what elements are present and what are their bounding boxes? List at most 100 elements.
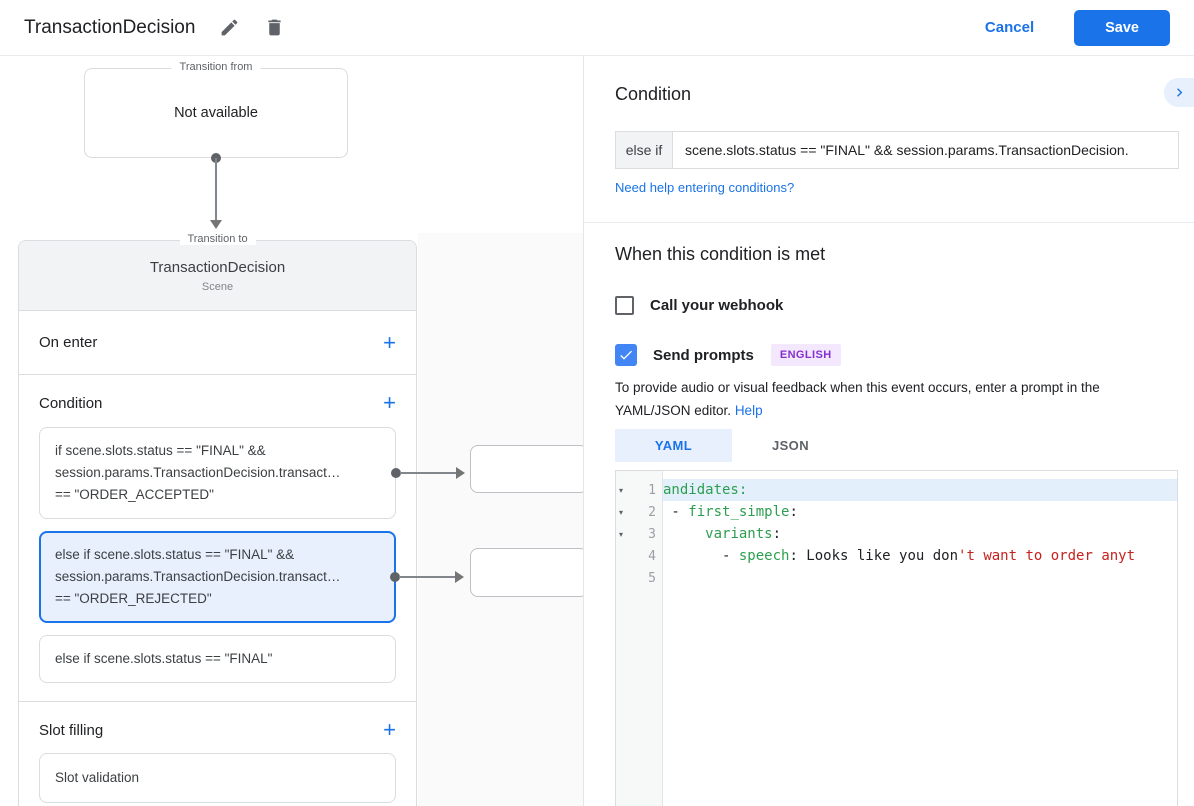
prompt-description: To provide audio or visual feedback when… bbox=[615, 376, 1167, 422]
scene-header[interactable]: TransactionDecision Scene bbox=[19, 241, 416, 311]
top-bar: TransactionDecision Cancel Save bbox=[0, 0, 1194, 56]
code-line[interactable]: - speech: Looks like you don't want to o… bbox=[663, 545, 1177, 567]
transition-to-legend: Transition to bbox=[179, 233, 256, 245]
prompt-help-link[interactable]: Help bbox=[734, 403, 763, 418]
connector-line bbox=[400, 472, 457, 474]
code-token-key: first_simple bbox=[688, 504, 790, 520]
condition-card-line: if scene.slots.status == "FINAL" && bbox=[55, 443, 266, 458]
condition-card[interactable]: else if scene.slots.status == "FINAL" &&… bbox=[39, 531, 464, 623]
call-webhook-row: Call your webhook bbox=[615, 296, 783, 315]
code-token-plain: - bbox=[663, 548, 739, 564]
code-token-key: speech bbox=[738, 548, 790, 564]
webhook-checkbox[interactable] bbox=[615, 296, 634, 315]
code-line[interactable]: - first_simple: bbox=[663, 501, 1177, 523]
line-number: 5 bbox=[648, 570, 656, 586]
code-token-plain bbox=[663, 526, 705, 542]
condition-card[interactable]: else if scene.slots.status == "FINAL" bbox=[39, 635, 396, 683]
code-token-key: andidates: bbox=[663, 482, 748, 498]
condition-card-line: session.params.TransactionDecision.trans… bbox=[55, 569, 341, 584]
connector-dot bbox=[390, 572, 400, 582]
transition-from-value: Not available bbox=[174, 105, 258, 121]
canvas-background-strip bbox=[418, 233, 583, 806]
add-on-enter-button[interactable]: + bbox=[383, 329, 396, 355]
edit-title-button[interactable] bbox=[215, 13, 244, 42]
line-number: 4 bbox=[648, 548, 656, 564]
fold-arrow-icon[interactable]: ▾ bbox=[619, 529, 624, 539]
delete-scene-button[interactable] bbox=[260, 13, 289, 42]
code-token-string: 't want to order anyt bbox=[958, 548, 1136, 564]
save-button[interactable]: Save bbox=[1074, 9, 1170, 46]
slot-validation-card[interactable]: Slot validation bbox=[39, 753, 396, 803]
scene-name: TransactionDecision bbox=[149, 258, 286, 276]
add-slot-button[interactable]: + bbox=[383, 717, 396, 742]
prompt-description-text: To provide audio or visual feedback when… bbox=[615, 380, 1100, 418]
add-condition-button[interactable]: + bbox=[383, 390, 396, 415]
code-token-plain: : bbox=[772, 526, 782, 542]
code-line[interactable]: variants: bbox=[663, 523, 1177, 545]
condition-card-line: else if scene.slots.status == "FINAL" bbox=[55, 651, 273, 666]
language-badge: ENGLISH bbox=[770, 344, 841, 366]
trash-icon bbox=[264, 17, 285, 38]
transition-target-box[interactable] bbox=[470, 445, 583, 493]
send-prompts-label: Send prompts bbox=[653, 346, 754, 364]
cancel-button[interactable]: Cancel bbox=[984, 19, 1035, 36]
send-prompts-row: Send prompts ENGLISH bbox=[615, 344, 841, 366]
condition-expression-field: else if scene.slots.status == "FINAL" &&… bbox=[615, 131, 1179, 169]
page-title: TransactionDecision bbox=[24, 16, 196, 38]
check-icon bbox=[618, 347, 634, 363]
code-token-plain: : bbox=[789, 504, 798, 520]
condition-card-line: == "ORDER_ACCEPTED" bbox=[55, 487, 214, 502]
transition-to-card: Transition to TransactionDecision Scene … bbox=[18, 233, 465, 806]
flow-connector-line bbox=[215, 158, 217, 220]
condition-card-line: else if scene.slots.status == "FINAL" && bbox=[55, 547, 295, 562]
slot-filling-section-header: Slot filling + bbox=[19, 702, 416, 741]
condition-panel-title: Condition bbox=[615, 84, 692, 104]
tab-yaml[interactable]: YAML bbox=[615, 429, 732, 462]
condition-prefix: else if bbox=[616, 132, 673, 168]
code-token-plain: - bbox=[663, 504, 689, 520]
line-number: 3 bbox=[648, 526, 656, 542]
editor-gutter: ▾ 1 ▾ 2 ▾ 3 4 5 bbox=[616, 471, 663, 806]
code-line[interactable] bbox=[663, 567, 1177, 589]
pencil-icon bbox=[219, 17, 240, 38]
on-enter-label: On enter bbox=[39, 334, 98, 351]
flow-arrowhead-icon bbox=[210, 220, 222, 229]
condition-section-label: Condition bbox=[39, 394, 103, 412]
transition-from-legend: Transition from bbox=[171, 61, 261, 73]
panel-divider bbox=[584, 222, 1194, 223]
condition-card-list: if scene.slots.status == "FINAL" && sessi… bbox=[19, 414, 465, 702]
send-prompts-checkbox[interactable] bbox=[615, 344, 637, 366]
chevron-right-icon bbox=[1171, 84, 1188, 101]
transition-from-box[interactable]: Transition from Not available bbox=[84, 61, 348, 158]
collapse-panel-button[interactable] bbox=[1164, 78, 1194, 107]
slot-filling-label: Slot filling bbox=[39, 721, 104, 739]
line-number: 1 bbox=[648, 482, 656, 498]
editor-code-area[interactable]: andidates: - first_simple: variants: - s… bbox=[663, 471, 1177, 806]
code-token-plain: : bbox=[789, 548, 798, 564]
on-enter-row[interactable]: On enter + bbox=[19, 311, 416, 375]
line-number: 2 bbox=[648, 504, 656, 520]
when-met-title: When this condition is met bbox=[615, 244, 826, 264]
fold-arrow-icon[interactable]: ▾ bbox=[619, 507, 624, 517]
code-token-plain: Looks like you don bbox=[797, 548, 959, 564]
code-token-key: variants bbox=[705, 526, 773, 542]
arrowhead-icon bbox=[456, 467, 465, 479]
fold-arrow-icon[interactable]: ▾ bbox=[619, 485, 624, 495]
condition-section-header: Condition + bbox=[19, 375, 416, 414]
condition-card-line: == "ORDER_REJECTED" bbox=[55, 591, 212, 606]
condition-panel: Condition else if scene.slots.status == … bbox=[583, 56, 1194, 806]
tab-json[interactable]: JSON bbox=[732, 429, 849, 462]
conditions-help-link[interactable]: Need help entering conditions? bbox=[615, 180, 795, 195]
main-content: Transition from Not available Transition… bbox=[0, 56, 1194, 806]
transition-target-box[interactable] bbox=[470, 548, 583, 597]
yaml-editor: ▾ 1 ▾ 2 ▾ 3 4 5 andidates: - first_simple: vari… bbox=[615, 470, 1178, 806]
connector-dot bbox=[391, 468, 401, 478]
condition-expression-input[interactable]: scene.slots.status == "FINAL" && session… bbox=[685, 142, 1129, 158]
connector-line bbox=[399, 576, 456, 578]
condition-card-line: session.params.TransactionDecision.trans… bbox=[55, 465, 341, 480]
arrowhead-icon bbox=[455, 571, 464, 583]
condition-card[interactable]: if scene.slots.status == "FINAL" && sessi… bbox=[39, 427, 465, 519]
code-line[interactable]: andidates: bbox=[663, 479, 1177, 501]
scene-type-label: Scene bbox=[201, 280, 234, 293]
